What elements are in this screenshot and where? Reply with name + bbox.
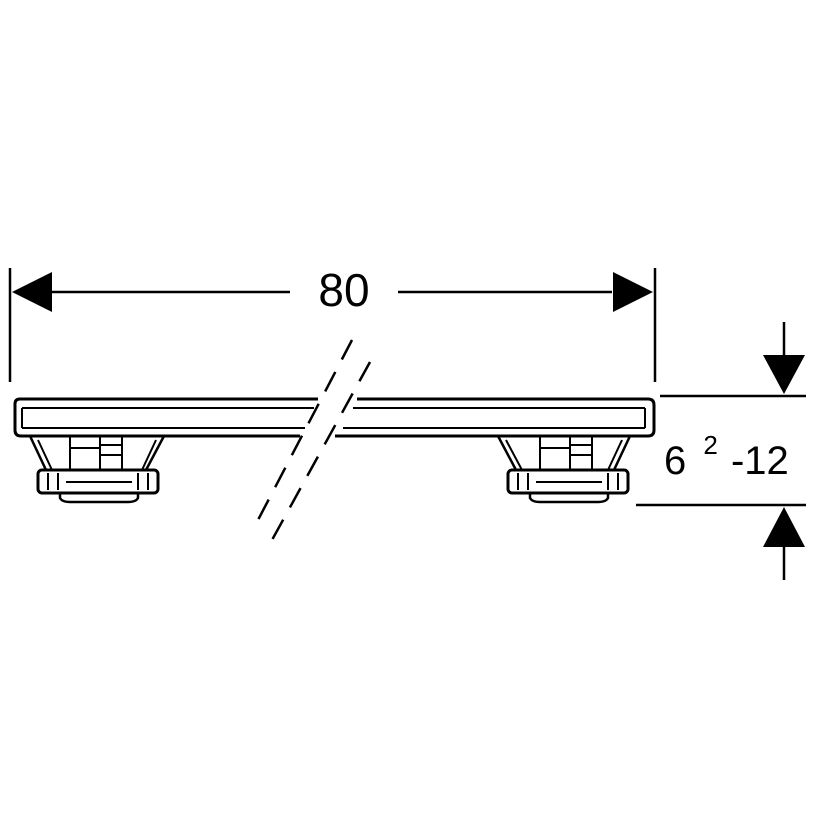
height-label-superscript: 2 [703, 430, 717, 460]
left-arrowhead-icon [12, 272, 52, 312]
width-label: 80 [318, 264, 369, 316]
plate-right-segment [335, 397, 656, 438]
left-foot [28, 435, 166, 504]
height-label: 6 2 -12 [664, 419, 789, 483]
width-dimension: 80 [8, 264, 657, 382]
height-dimension: 6 2 -12 [636, 322, 806, 580]
plate [13, 397, 656, 438]
break-lines [256, 339, 372, 541]
up-arrowhead-icon [763, 507, 805, 547]
down-arrowhead-icon [763, 355, 805, 394]
right-foot [496, 435, 632, 504]
plate-left-segment [13, 397, 318, 438]
height-label-base: 6 [664, 439, 686, 483]
right-arrowhead-icon [613, 272, 653, 312]
height-label-range: -12 [731, 439, 789, 483]
